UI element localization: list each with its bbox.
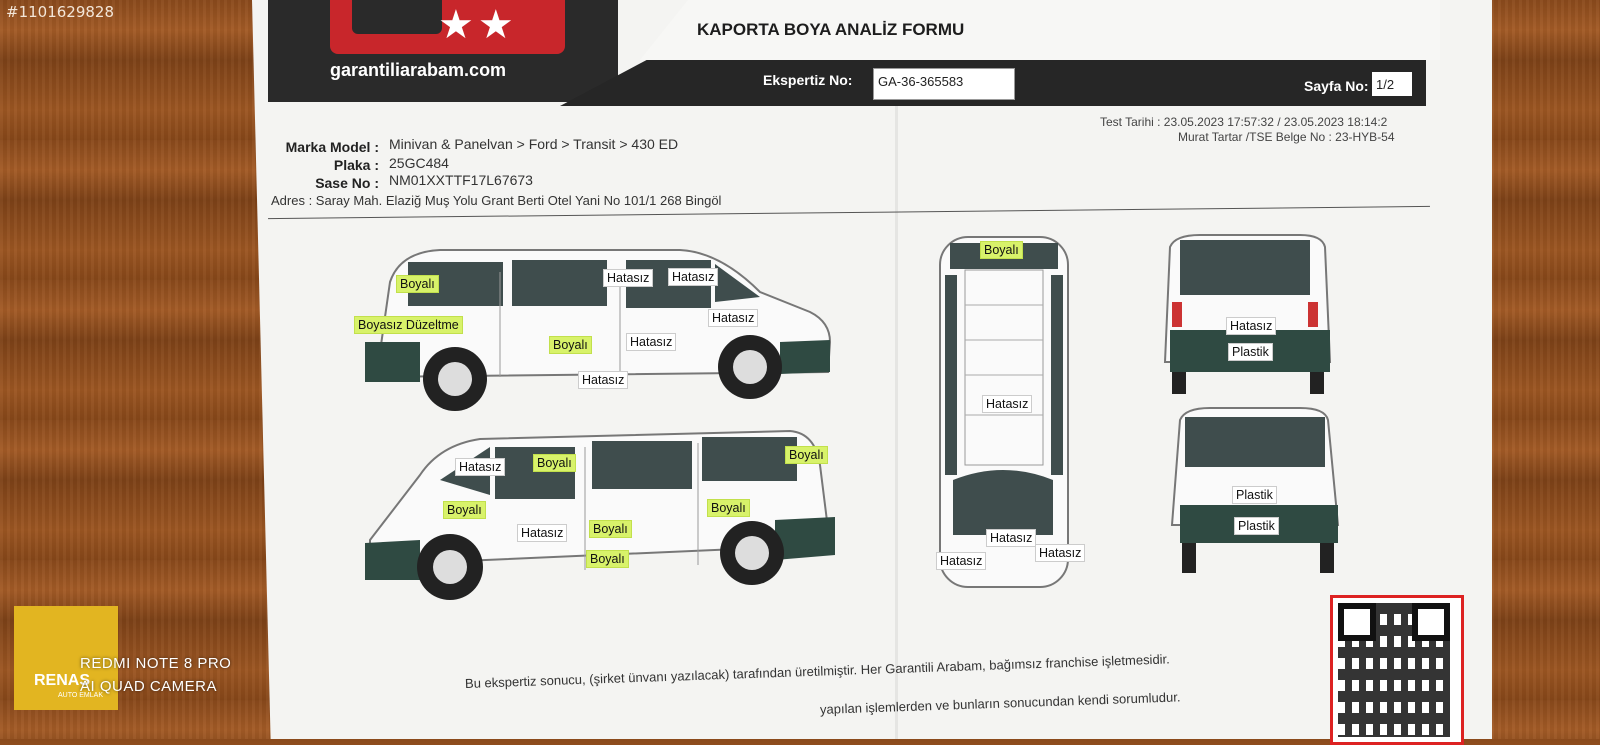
address: Adres : Saray Mah. Elaziğ Muş Yolu Grant… [271, 193, 722, 208]
plate-label: Plaka : [333, 157, 379, 173]
tag-left-rear-quarter: Boyalı [707, 499, 750, 517]
page-label: Sayfa No: [1304, 78, 1369, 94]
van-rear-view-diagram [1163, 234, 1332, 394]
tag-right-sliding-window: Hatasız [603, 269, 654, 287]
plate-value: 25GC484 [389, 155, 449, 171]
tag-top-front-right: Hatasız [1035, 544, 1086, 562]
tag-right-rear-quarter: Hatasız [708, 309, 759, 327]
chassis-value: NM01XXTTF17L67673 [389, 172, 533, 188]
tag-right-sliding-door: Boyalı [549, 336, 592, 354]
watermark-brand: RENAS [34, 672, 91, 689]
expertise-number: GA-36-365583 [878, 74, 964, 89]
tag-left-rear-window: Boyalı [785, 446, 828, 464]
camera-watermark-type: AI QUAD CAMERA [80, 678, 218, 695]
tag-front-grille: Plastik [1232, 486, 1277, 504]
chassis-label: Sase No : [315, 175, 379, 191]
watermark-sub: AUTO EMLAK [58, 692, 103, 699]
expertise-box [873, 68, 1015, 100]
qr-finder-top-left [1338, 603, 1376, 641]
test-date: Test Tarihi : 23.05.2023 17:57:32 / 23.0… [1100, 115, 1388, 129]
tag-left-sill: Boyalı [586, 550, 629, 568]
paper-fold [895, 0, 898, 739]
tag-top-roof: Hatasız [982, 395, 1033, 413]
renas-watermark-logo [14, 606, 118, 710]
tag-top-front-left: Hatasız [936, 552, 987, 570]
tag-top-windshield: Boyalı [980, 241, 1023, 259]
tag-right-front-fender: Boyasız Düzeltme [354, 316, 463, 334]
qr-finder-top-right [1412, 603, 1450, 641]
tag-right-sill: Hatasız [578, 371, 629, 389]
logo-text: garantiliarabam.com [330, 60, 507, 80]
logo-stars: ★★ [438, 3, 518, 47]
listing-id: #1101629828 [6, 3, 115, 21]
tag-top-hood: Hatasız [986, 529, 1037, 547]
tag-rear-door: Hatasız [1226, 317, 1277, 335]
tag-front-bumper: Plastik [1234, 517, 1279, 535]
page-number: 1/2 [1376, 77, 1395, 92]
van-left-side-diagram [365, 429, 835, 600]
brand-value: Minivan & Panelvan > Ford > Transit > 43… [389, 136, 679, 152]
tag-right-rear-door: Hatasız [626, 333, 677, 351]
tag-left-front-fender: Boyalı [443, 501, 486, 519]
expertise-label: Ekspertiz No: [763, 72, 853, 88]
tag-left-door-window: Boyalı [533, 454, 576, 472]
page-box [1372, 72, 1412, 96]
tag-left-front-door: Hatasız [517, 524, 568, 542]
camera-watermark-model: REDMI NOTE 8 PRO [80, 655, 232, 672]
title-area [640, 0, 1440, 60]
inspector-info: Murat Tartar /TSE Belge No : 23-HYB-54 [1178, 130, 1395, 144]
logo-g-cutout [352, 0, 442, 34]
brand-label: Marka Model : [285, 139, 379, 155]
tag-left-middle-door: Boyalı [589, 520, 632, 538]
van-front-view-diagram [1170, 407, 1340, 573]
form-title: KAPORTA BOYA ANALİZ FORMU [697, 20, 965, 39]
tag-rear-bumper: Plastik [1228, 343, 1273, 361]
tag-right-rear-window: Hatasız [668, 268, 719, 286]
tag-left-front-window: Hatasız [455, 458, 506, 476]
tag-right-front-door: Boyalı [396, 275, 439, 293]
